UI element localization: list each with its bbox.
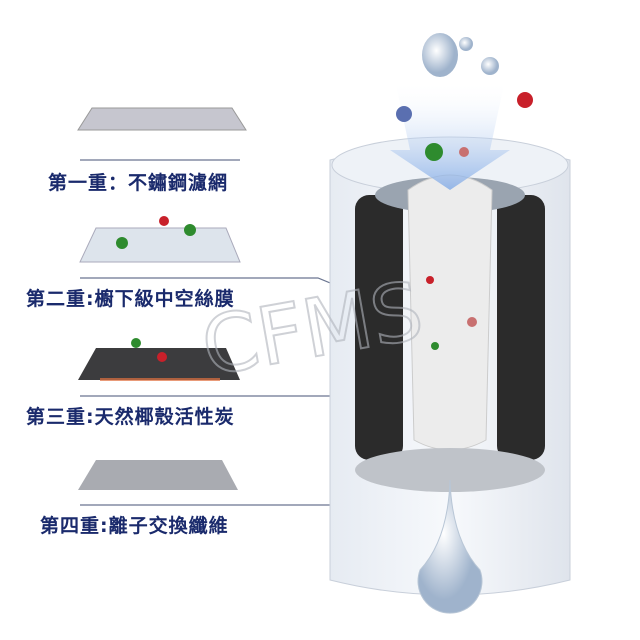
germ-icon bbox=[517, 92, 533, 108]
germ-icon bbox=[159, 216, 169, 226]
germ-icon bbox=[425, 143, 443, 161]
layer-2-membrane bbox=[79, 227, 241, 263]
layer-2-label: 第二重:櫥下級中空絲膜 bbox=[26, 288, 235, 310]
germ-icon bbox=[184, 224, 196, 236]
filter-canister bbox=[329, 136, 571, 596]
layer-1-label: 第一重：不鏽鋼濾網 bbox=[48, 172, 229, 194]
water-drop-icon bbox=[422, 33, 458, 77]
layer-1-mesh bbox=[77, 107, 247, 131]
germ-icon bbox=[131, 338, 141, 348]
layer-4-ion-fiber bbox=[78, 460, 238, 490]
layer-3-carbon bbox=[78, 348, 240, 380]
germ-icon bbox=[396, 106, 412, 122]
germ-icon bbox=[157, 352, 167, 362]
water-inflow-arrow-icon bbox=[390, 80, 510, 190]
layer-3-label: 第三重:天然椰殼活性炭 bbox=[26, 406, 235, 428]
germ-icon bbox=[459, 147, 469, 157]
layer-4-label: 第四重:離子交換纖維 bbox=[40, 515, 229, 537]
water-drop-outflow-icon bbox=[417, 479, 483, 614]
germ-icon bbox=[116, 237, 128, 249]
